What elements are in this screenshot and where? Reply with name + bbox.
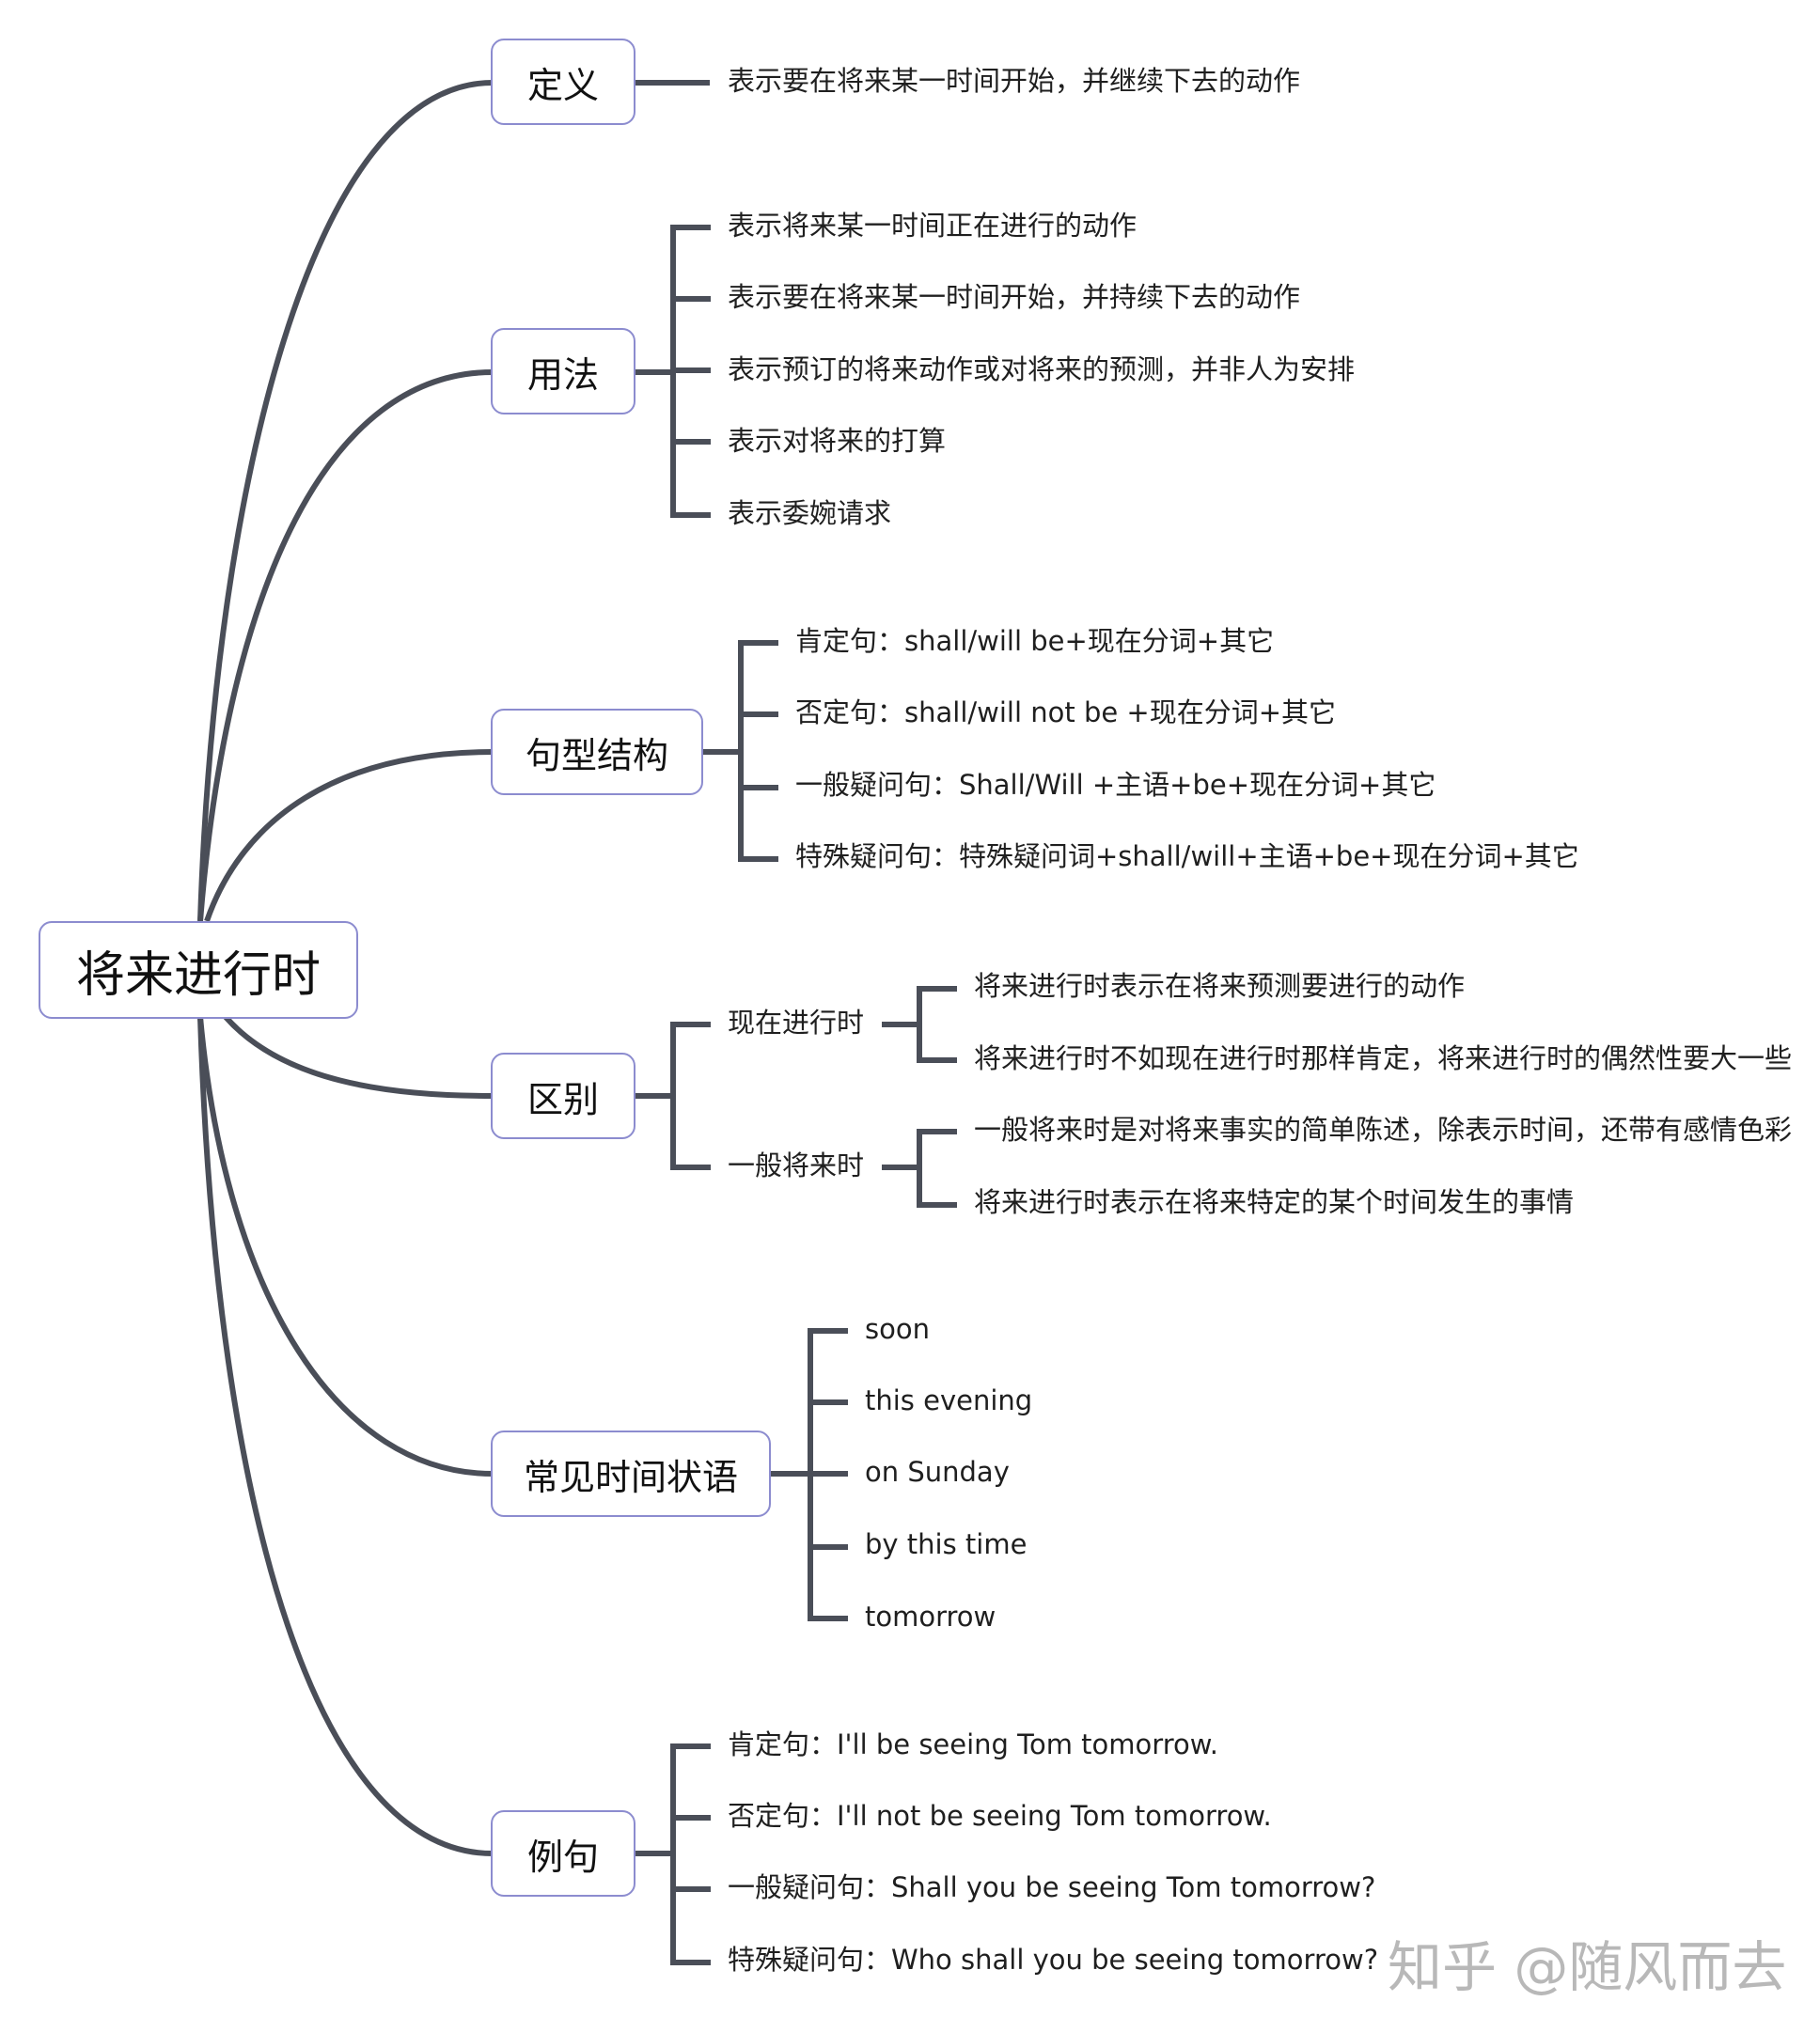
structure-item[interactable]: 一般疑问句：Shall/Will +主语+be+现在分词+其它: [795, 769, 1436, 801]
root-to-definition-curve: [197, 80, 494, 922]
branch-label: 例句: [526, 1836, 599, 1878]
example-item[interactable]: 特殊疑问句：Who shall you be seeing tomorrow?: [728, 1944, 1379, 1976]
root-to-difference-curve: [223, 1015, 494, 1099]
branch-label: 常见时间状语: [523, 1456, 738, 1498]
difference-item[interactable]: 一般将来时是对将来事实的简单陈述，除表示时间，还带有感情色彩: [974, 1114, 1793, 1146]
example-item[interactable]: 否定句：I'll not be seeing Tom tomorrow.: [728, 1800, 1272, 1832]
branch-label: 句型结构: [525, 734, 668, 776]
example-item[interactable]: 肯定句：I'll be seeing Tom tomorrow.: [728, 1728, 1219, 1760]
simple-future-bracket: [917, 1129, 957, 1208]
root-to-examples-curve: [197, 1016, 494, 1856]
branch-label: 定义: [526, 64, 599, 106]
structure-bracket: [738, 640, 778, 862]
watermark: 知乎 @随风而去: [1388, 1935, 1787, 1999]
present-progressive-bracket: [917, 986, 957, 1063]
usage-item[interactable]: 表示对将来的打算: [728, 425, 947, 457]
branch-label: 区别: [526, 1078, 599, 1120]
difference-item[interactable]: 将来进行时不如现在进行时那样肯定，将来进行时的偶然性要大一些: [974, 1042, 1793, 1074]
adverbial-item[interactable]: soon: [865, 1313, 930, 1345]
definition-item[interactable]: 表示要在将来某一时间开始，并继续下去的动作: [728, 65, 1301, 97]
adverbial-item[interactable]: on Sunday: [865, 1456, 1010, 1488]
root-to-structure-curve: [204, 749, 494, 922]
usage-item[interactable]: 表示要在将来某一时间开始，并持续下去的动作: [728, 281, 1301, 313]
difference-bracket: [670, 1022, 711, 1170]
usage-item[interactable]: 表示预订的将来动作或对将来的预测，并非人为安排: [728, 353, 1356, 385]
adverbial-item[interactable]: by this time: [865, 1528, 1028, 1560]
root-label: 将来进行时: [75, 946, 321, 1004]
difference-item[interactable]: 将来进行时表示在将来预测要进行的动作: [974, 970, 1466, 1002]
structure-item[interactable]: 肯定句：shall/will be+现在分词+其它: [795, 625, 1275, 657]
usage-item[interactable]: 表示将来某一时间正在进行的动作: [728, 210, 1138, 242]
difference-group-label[interactable]: 一般将来时: [728, 1149, 865, 1181]
branch-adverbials[interactable]: 常见时间状语: [491, 1431, 771, 1517]
branch-definition[interactable]: 定义: [491, 39, 635, 125]
root-to-adverbials-curve: [197, 1016, 494, 1477]
examples-bracket: [670, 1743, 711, 1965]
branch-examples[interactable]: 例句: [491, 1810, 635, 1897]
branch-difference[interactable]: 区别: [491, 1053, 635, 1139]
structure-item[interactable]: 否定句：shall/will not be +现在分词+其它: [795, 696, 1337, 728]
structure-item[interactable]: 特殊疑问句：特殊疑问词+shall/will+主语+be+现在分词+其它: [795, 840, 1579, 872]
branch-label: 用法: [526, 353, 599, 396]
usage-item[interactable]: 表示委婉请求: [728, 497, 892, 529]
branch-usage[interactable]: 用法: [491, 328, 635, 414]
difference-item[interactable]: 将来进行时表示在将来特定的某个时间发生的事情: [974, 1186, 1575, 1218]
adverbial-item[interactable]: this evening: [865, 1384, 1033, 1416]
root-to-usage-curve: [197, 369, 494, 922]
adverbial-item[interactable]: tomorrow: [865, 1601, 996, 1633]
difference-group-label[interactable]: 现在进行时: [728, 1007, 865, 1039]
root-node[interactable]: 将来进行时: [39, 921, 358, 1019]
example-item[interactable]: 一般疑问句：Shall you be seeing Tom tomorrow?: [728, 1871, 1376, 1903]
branch-structure[interactable]: 句型结构: [491, 709, 703, 795]
